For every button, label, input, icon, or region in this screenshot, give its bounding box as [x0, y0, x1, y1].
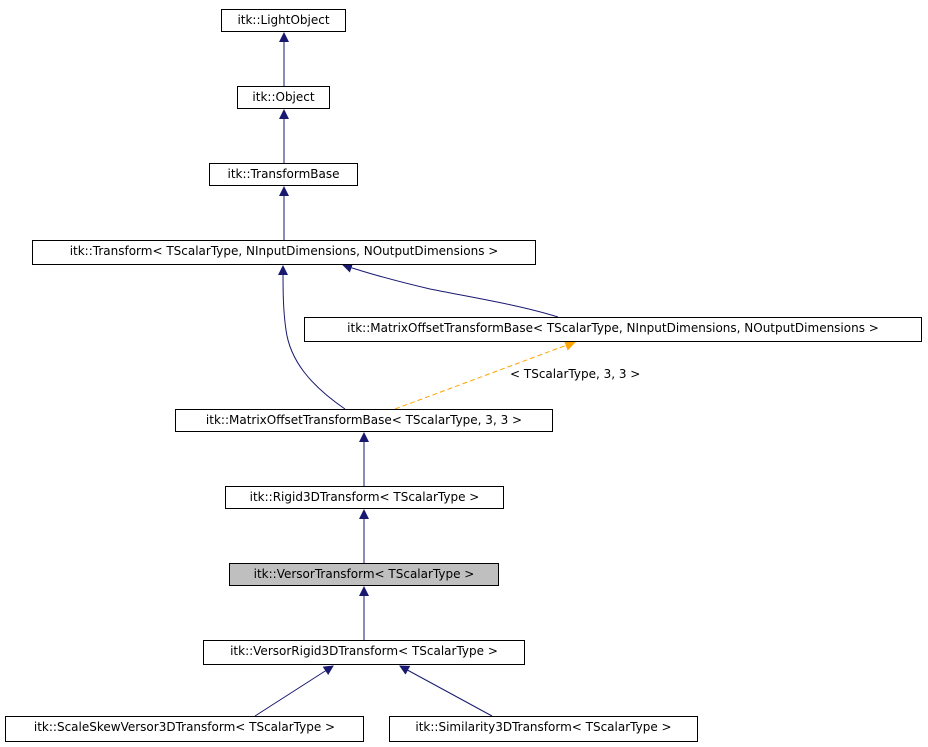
node-object[interactable]: itk::Object [237, 86, 330, 109]
node-transform[interactable]: itk::Transform< TScalarType, NInputDimen… [32, 240, 536, 265]
edge-template-instantiation [394, 340, 577, 410]
node-versor-rigid3d-transform[interactable]: itk::VersorRigid3DTransform< TScalarType… [203, 640, 525, 665]
edge-matrixoffset333-to-transform [278, 265, 346, 410]
template-instantiation-label: < TScalarType, 3, 3 > [510, 367, 641, 381]
node-versor-transform: itk::VersorTransform< TScalarType > [229, 563, 499, 586]
node-matrix-offset-transform-base-3-3[interactable]: itk::MatrixOffsetTransformBase< TScalarT… [175, 409, 553, 432]
edge-similarity3d-to-versorrigid3d [399, 665, 493, 717]
node-rigid3d-transform[interactable]: itk::Rigid3DTransform< TScalarType > [225, 486, 504, 509]
node-similarity3d-transform[interactable]: itk::Similarity3DTransform< TScalarType … [389, 716, 698, 742]
edge-matrixoffset-generic-to-transform [342, 263, 559, 318]
node-scale-skew-versor3d-transform[interactable]: itk::ScaleSkewVersor3DTransform< TScalar… [5, 716, 364, 742]
node-transform-base[interactable]: itk::TransformBase [209, 163, 358, 186]
node-light-object[interactable]: itk::LightObject [221, 9, 346, 32]
node-matrix-offset-transform-base-generic[interactable]: itk::MatrixOffsetTransformBase< TScalarT… [304, 317, 922, 342]
edge-scaleskew-to-versorrigid3d [254, 665, 334, 717]
